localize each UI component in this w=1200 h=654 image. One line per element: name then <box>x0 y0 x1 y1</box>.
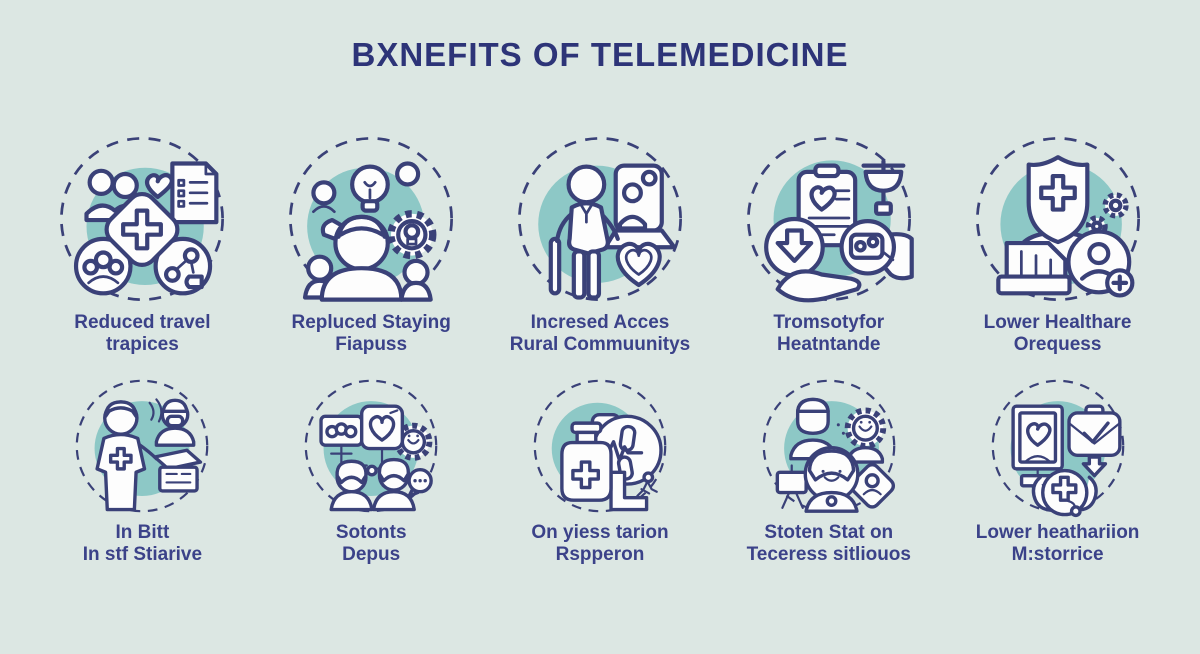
benefit-item-3: Incresed Acces Rural Commuunitys <box>509 130 691 357</box>
benefit-caption-6: In Bitt In stf Stiarive <box>82 522 203 566</box>
benefit-caption-7: Sotonts Depus <box>335 522 407 566</box>
benefit-caption-5: Lower Healthare Orequess <box>983 312 1132 356</box>
consultation-icon <box>304 379 438 513</box>
benefit-item-10: Lower heathariion M:storrice <box>975 374 1140 567</box>
benefit-caption-8: On yiess tarion Rspperon <box>531 522 669 566</box>
records-check-icon <box>991 379 1124 518</box>
benefits-row-2: In Bitt In stf Stiarive <box>28 374 1172 567</box>
benefit-caption-3: Incresed Acces Rural Commuunitys <box>509 312 691 356</box>
travel-expenses-icon <box>60 137 225 301</box>
benefit-item-5: Lower Healthare Orequess <box>969 130 1147 357</box>
benefit-item-7: Sotonts Depus <box>299 374 443 567</box>
page-title: BXNEFITS OF TELEMEDICINE <box>351 36 849 73</box>
benefits-row-1: Reduced travel trapices <box>28 130 1172 357</box>
home-care-icon <box>76 379 209 513</box>
benefit-item-1: Reduced travel trapices <box>53 130 231 357</box>
benefit-caption-9: Stoten Stat on Teceress sitliouos <box>746 522 911 566</box>
medication-ecg-icon <box>533 379 667 513</box>
benefit-item-6: In Bitt In stf Stiarive <box>70 374 214 567</box>
rural-access-icon <box>517 137 682 301</box>
staying-focus-icon <box>289 137 454 302</box>
savings-hand-icon <box>746 137 914 303</box>
benefit-caption-1: Reduced travel trapices <box>74 312 211 356</box>
staff-team-icon <box>762 379 896 513</box>
benefit-item-8: On yiess tarion Rspperon <box>528 374 672 567</box>
healthcare-cost-icon <box>975 137 1140 301</box>
benefit-caption-2: Repluced Staying Fiapuss <box>291 312 451 356</box>
benefit-caption-4: Tromsotyfor Heatntande <box>773 312 885 356</box>
benefit-item-2: Repluced Staying Fiapuss <box>282 130 460 357</box>
benefit-item-4: Tromsotyfor Heatntande <box>740 130 918 357</box>
benefit-caption-10: Lower heathariion M:storrice <box>975 522 1140 566</box>
benefit-item-9: Stoten Stat on Teceress sitliouos <box>747 374 911 567</box>
